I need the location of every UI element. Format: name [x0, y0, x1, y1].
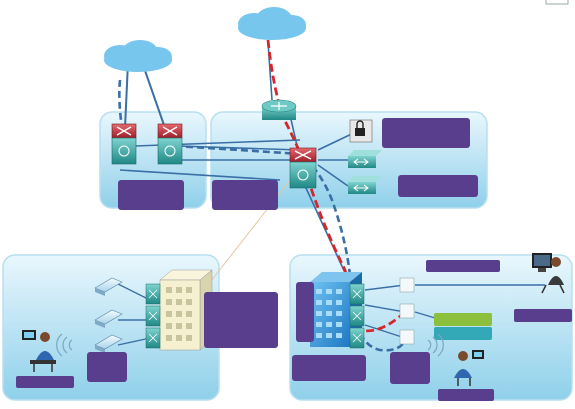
switch-stack-left: [145, 283, 161, 349]
corner-marker: [545, 0, 569, 5]
cloud-icon: [238, 7, 306, 40]
wireless-signal-icon: [427, 333, 444, 357]
label-box: [87, 352, 127, 382]
switch-icon: [348, 176, 382, 194]
laptop-user-icon: [22, 330, 56, 372]
label-box: [212, 180, 278, 210]
teal-bar: [434, 327, 492, 340]
label-box: [296, 282, 314, 342]
label-box: [426, 260, 500, 272]
switch-icon: [348, 150, 382, 168]
label-box: [118, 180, 184, 210]
cloud-icon: [104, 40, 172, 72]
switch-stack-right: [349, 283, 365, 349]
laptop-user-icon: [454, 350, 484, 386]
router-icon: [261, 99, 297, 120]
core-switch-icon: [289, 147, 317, 189]
traffic-path-blue: [118, 79, 407, 352]
label-box: [204, 292, 278, 348]
access-point-icon: [94, 334, 123, 353]
label-box: [514, 309, 572, 322]
port-box: [399, 277, 415, 345]
core-switch-icon: [111, 123, 137, 165]
access-point-icon: [94, 277, 123, 296]
label-box: [382, 118, 470, 148]
firewall-server-icon: [349, 119, 373, 143]
label-box: [398, 175, 478, 197]
label-box: [292, 355, 366, 381]
access-point-icon: [94, 309, 123, 328]
label-box: [390, 352, 430, 384]
desktop-user-icon: [532, 253, 565, 294]
label-box: [438, 389, 494, 401]
green-bar: [434, 313, 492, 326]
label-box: [16, 376, 74, 388]
wireless-signal-icon: [56, 333, 73, 357]
core-switch-icon: [157, 123, 183, 165]
label-boxes: [16, 118, 572, 401]
